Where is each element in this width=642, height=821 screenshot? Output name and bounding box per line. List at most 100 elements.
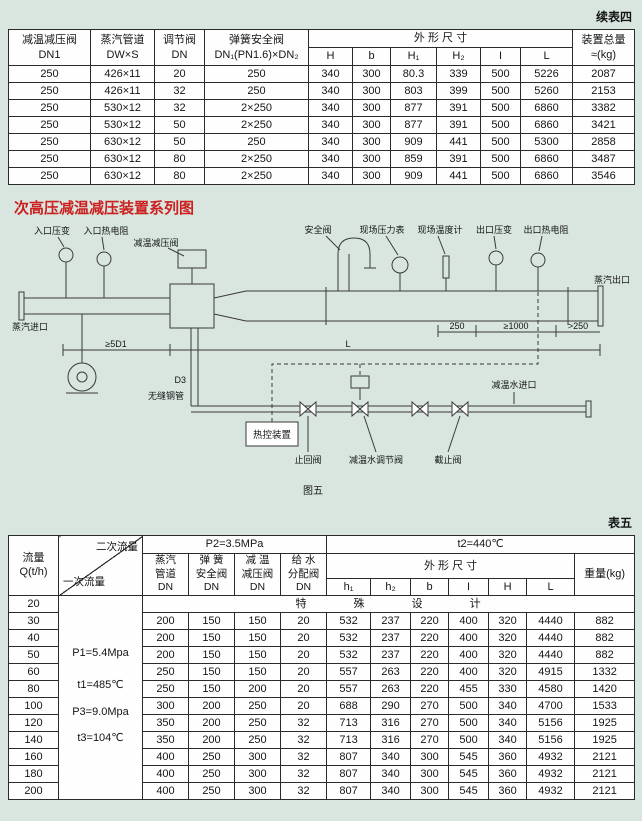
cell: 250: [8, 150, 91, 168]
th-dimensions: 外 形 尺 寸: [307, 29, 574, 48]
cell: 4915: [526, 662, 576, 681]
cell: 500: [480, 82, 521, 100]
pump-symbol: [67, 362, 97, 392]
cell: 3421: [572, 116, 636, 134]
cell: 320: [488, 628, 528, 647]
cell: 4580: [526, 679, 576, 698]
cell: 20: [154, 65, 205, 83]
cell: 426×11: [90, 65, 155, 83]
th-t2-condition: t2=440℃: [326, 535, 636, 554]
label-outlet-rtd: 出口热电阻: [523, 224, 568, 235]
th-total-weight: 装置总量 ≈(kg): [572, 29, 636, 66]
dim-gt250: >250: [568, 321, 588, 331]
cell: 32: [279, 781, 328, 800]
cell: 2121: [574, 764, 636, 783]
cell: 400: [448, 662, 490, 681]
cell: 20: [279, 645, 328, 664]
cell: 441: [436, 133, 481, 151]
th-steam-pipe-dn: 蒸汽 管道 DN: [142, 553, 189, 596]
cell: 20: [279, 611, 328, 630]
cell: 340: [308, 65, 353, 83]
pressure-gauge-instrument: [391, 256, 409, 274]
cell: 237: [370, 611, 412, 630]
cell: 316: [370, 713, 412, 732]
special-design-cell: 特 殊 设 计: [141, 594, 636, 613]
cell: 545: [448, 747, 490, 766]
cell: 330: [488, 679, 528, 698]
th-dim-H1: H₁: [390, 47, 437, 66]
th-dim-I: I: [448, 578, 490, 596]
cell: 32: [154, 99, 205, 117]
cell: 882: [574, 645, 636, 664]
th-safety-valve-dn: 弹 簧 安全阀 DN: [188, 553, 235, 596]
label-d3: D3: [174, 375, 186, 385]
th-dim-b: b: [410, 578, 450, 596]
cell: 5156: [526, 730, 576, 749]
cell: 340: [308, 116, 353, 134]
cell: 237: [370, 645, 412, 664]
dim-250: 250: [449, 321, 464, 331]
cell: 290: [370, 696, 412, 715]
cell: 320: [488, 611, 528, 630]
cell: 5226: [519, 65, 574, 83]
cell: 2087: [572, 65, 636, 83]
cell: 250: [188, 747, 235, 766]
cell: 300: [352, 167, 391, 185]
label-water-inlet: 减温水进口: [491, 379, 536, 390]
label-check-valve: 止回阀: [294, 454, 321, 465]
cell: 220: [410, 628, 450, 647]
primary-flow-label: 一次流量: [63, 576, 105, 589]
thermal-control-box: [245, 421, 299, 447]
cell: 532: [326, 645, 372, 664]
flow-cell: 60: [8, 662, 59, 681]
cell: 150: [234, 628, 281, 647]
cell: 340: [370, 747, 412, 766]
flow-cell: 20: [8, 594, 59, 613]
cell: 220: [410, 662, 450, 681]
flow-cell: 100: [8, 696, 59, 715]
label-steam-outlet: 蒸汽出口: [594, 274, 630, 285]
cell: 270: [410, 713, 450, 732]
cell: 532: [326, 628, 372, 647]
cell: 250: [8, 99, 91, 117]
cell: 150: [234, 611, 281, 630]
th-dim-L: L: [519, 47, 574, 66]
cell: 400: [142, 781, 189, 800]
diagram-labels: 入口压变 入口热电阻 减温减压阀 安全阀 现场压力表 现场温度计 出口压变 出口…: [12, 224, 630, 497]
cell: 200: [188, 713, 235, 732]
cell: 300: [142, 696, 189, 715]
th-dim-H: H: [488, 578, 528, 596]
label-field-gauge: 现场压力表: [359, 224, 404, 235]
cell: 150: [234, 645, 281, 664]
th-dim-I: I: [480, 47, 521, 66]
cell: 340: [488, 730, 528, 749]
inlet-pressure-instrument: [58, 247, 74, 263]
cell: 300: [410, 781, 450, 800]
dim-1000: ≥1000: [504, 321, 529, 331]
th-spring-safety-valve: 弹簧安全阀 DN₁(PN1.6)×DN₂: [204, 29, 309, 66]
cell: 250: [8, 167, 91, 185]
th-water-valve-dn: 给 水 分配阀 DN: [279, 553, 328, 596]
cell: 150: [188, 679, 235, 698]
cell: 399: [436, 82, 481, 100]
th-p2-condition: P2=3.5MPa: [141, 535, 328, 554]
cell: 320: [488, 662, 528, 681]
cell: 545: [448, 781, 490, 800]
cell: 20: [279, 679, 328, 698]
cell: 250: [188, 764, 235, 783]
cell: 300: [352, 116, 391, 134]
stop-valve-symbol: [451, 400, 461, 418]
label-stop-valve: 截止阀: [434, 454, 461, 465]
th-flow-type: 二次流量 一次流量: [58, 535, 143, 596]
cell: 1533: [574, 696, 636, 715]
cell: 713: [326, 730, 372, 749]
cell: 882: [574, 628, 636, 647]
cell: 530×12: [90, 116, 155, 134]
